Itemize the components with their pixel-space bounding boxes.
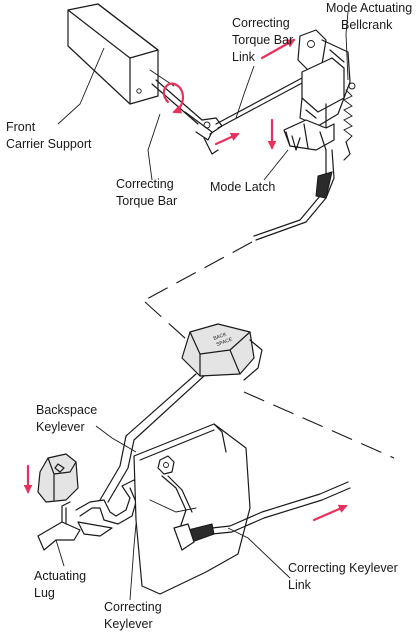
actuating-lug-part [37, 501, 113, 551]
support-plate-part [133, 423, 251, 595]
mode-latch-part [253, 119, 335, 241]
label-text: Correcting [104, 600, 162, 614]
leader-lines [55, 11, 349, 601]
label-text: Link [232, 50, 256, 64]
motion-arrows [23, 38, 348, 522]
actuating-keybutton [37, 453, 79, 503]
label-text: Keylever [36, 420, 85, 434]
correcting-keylever-link-part [211, 481, 351, 535]
keybutton-legend-line-1: BACK [213, 331, 228, 342]
label-text: Keylever [104, 617, 153, 631]
backspace-keybutton: BACK SPACE [181, 323, 263, 381]
correcting-torque-bar-link-part [215, 77, 305, 129]
label-correcting-keylever-link: Correcting Keylever Link [288, 561, 398, 592]
label-text: Correcting [232, 16, 290, 30]
arrow-link-direction [260, 38, 296, 60]
arrow-torque-rotation [162, 82, 184, 114]
label-correcting-torque-bar: Correcting Torque Bar [116, 177, 177, 208]
label-text: Bellcrank [341, 18, 393, 32]
label-text: Lug [34, 586, 55, 600]
correcting-torque-bar-part [151, 79, 223, 155]
keybutton-legend-line-2: SPACE [216, 336, 234, 348]
label-text: Actuating [34, 569, 86, 583]
dashed-connection-lines [144, 241, 395, 459]
label-mode-latch: Mode Latch [210, 180, 275, 194]
label-correcting-torque-bar-link: Correcting Torque Bar Link [232, 16, 293, 64]
backspace-keylever-part [99, 373, 205, 503]
arrow-torque-bar-push [214, 132, 240, 146]
label-text: Torque Bar [116, 194, 177, 208]
label-text: Correcting Keylever [288, 561, 398, 575]
label-front-carrier-support: Front Carrier Support [6, 120, 92, 151]
label-text: Correcting [116, 177, 174, 191]
label-text: Backspace [36, 403, 97, 417]
label-text: Carrier Support [6, 137, 92, 151]
front-carrier-support-part [67, 3, 175, 105]
label-text: Mode Actuating [326, 1, 412, 15]
arrow-keylever-link-direction [312, 504, 348, 522]
label-text: Torque Bar [232, 33, 293, 47]
label-backspace-keylever: Backspace Keylever [36, 403, 97, 434]
label-text: Front [6, 120, 36, 134]
label-text: Mode Latch [210, 180, 275, 194]
label-correcting-keylever: Correcting Keylever [104, 600, 162, 631]
label-text: Link [288, 578, 312, 592]
label-actuating-lug: Actuating Lug [34, 569, 86, 600]
label-mode-actuating-bellcrank: Mode Actuating Bellcrank [326, 1, 412, 32]
mode-actuating-bellcrank-part [297, 29, 356, 161]
